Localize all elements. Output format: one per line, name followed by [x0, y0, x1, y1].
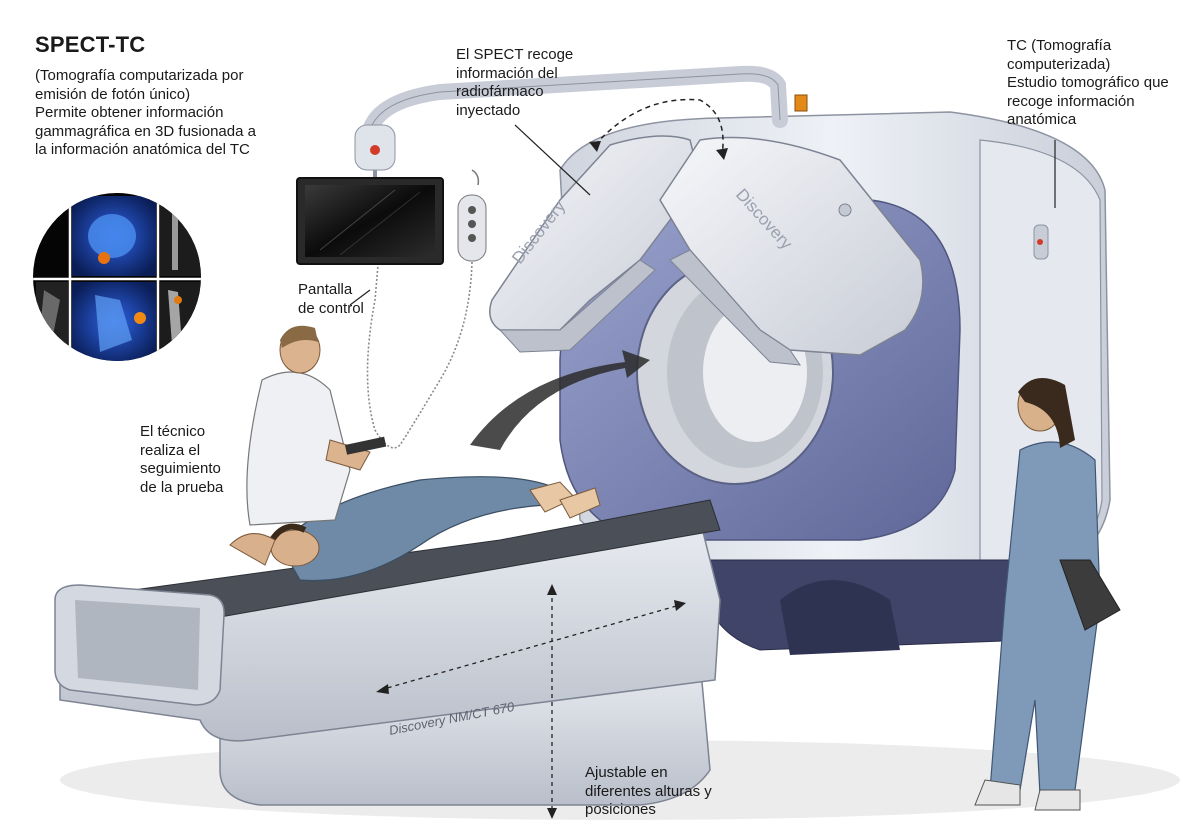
- motion-arrow: [470, 350, 650, 450]
- intro-description: Permite obtener información gammagráfica…: [35, 104, 256, 158]
- patient-table: Discovery NM/CT 670: [54, 499, 721, 819]
- technician-figure: [246, 325, 387, 526]
- tc-callout-description: Estudio tomográfico que recoge informaci…: [1007, 74, 1169, 128]
- tc-callout-title: TC (Tomografía computerizada): [1007, 37, 1112, 73]
- spect-detectors: Discovery Discovery: [489, 135, 924, 366]
- patient-figure: [229, 476, 601, 582]
- control-screen: [296, 177, 444, 265]
- adjustable-callout: Ajustable en diferentes alturas y posici…: [585, 764, 712, 818]
- intro-subtitle: (Tomografía computarizada por emisión de…: [35, 67, 244, 103]
- rotation-arrow: [594, 98, 724, 156]
- page-title: SPECT-TC: [35, 32, 146, 57]
- nurse-figure: [974, 377, 1121, 811]
- remote-pendant: [366, 169, 487, 449]
- scan-inset-image: [33, 193, 201, 361]
- overhead-arm: [354, 65, 788, 182]
- control-screen-callout: Pantalla de control: [298, 281, 364, 317]
- technician-callout: El técnico realiza el seguimiento de la …: [140, 423, 224, 496]
- callout-lines: [349, 124, 1056, 306]
- spect-callout: El SPECT recoge información del radiofár…: [456, 46, 574, 119]
